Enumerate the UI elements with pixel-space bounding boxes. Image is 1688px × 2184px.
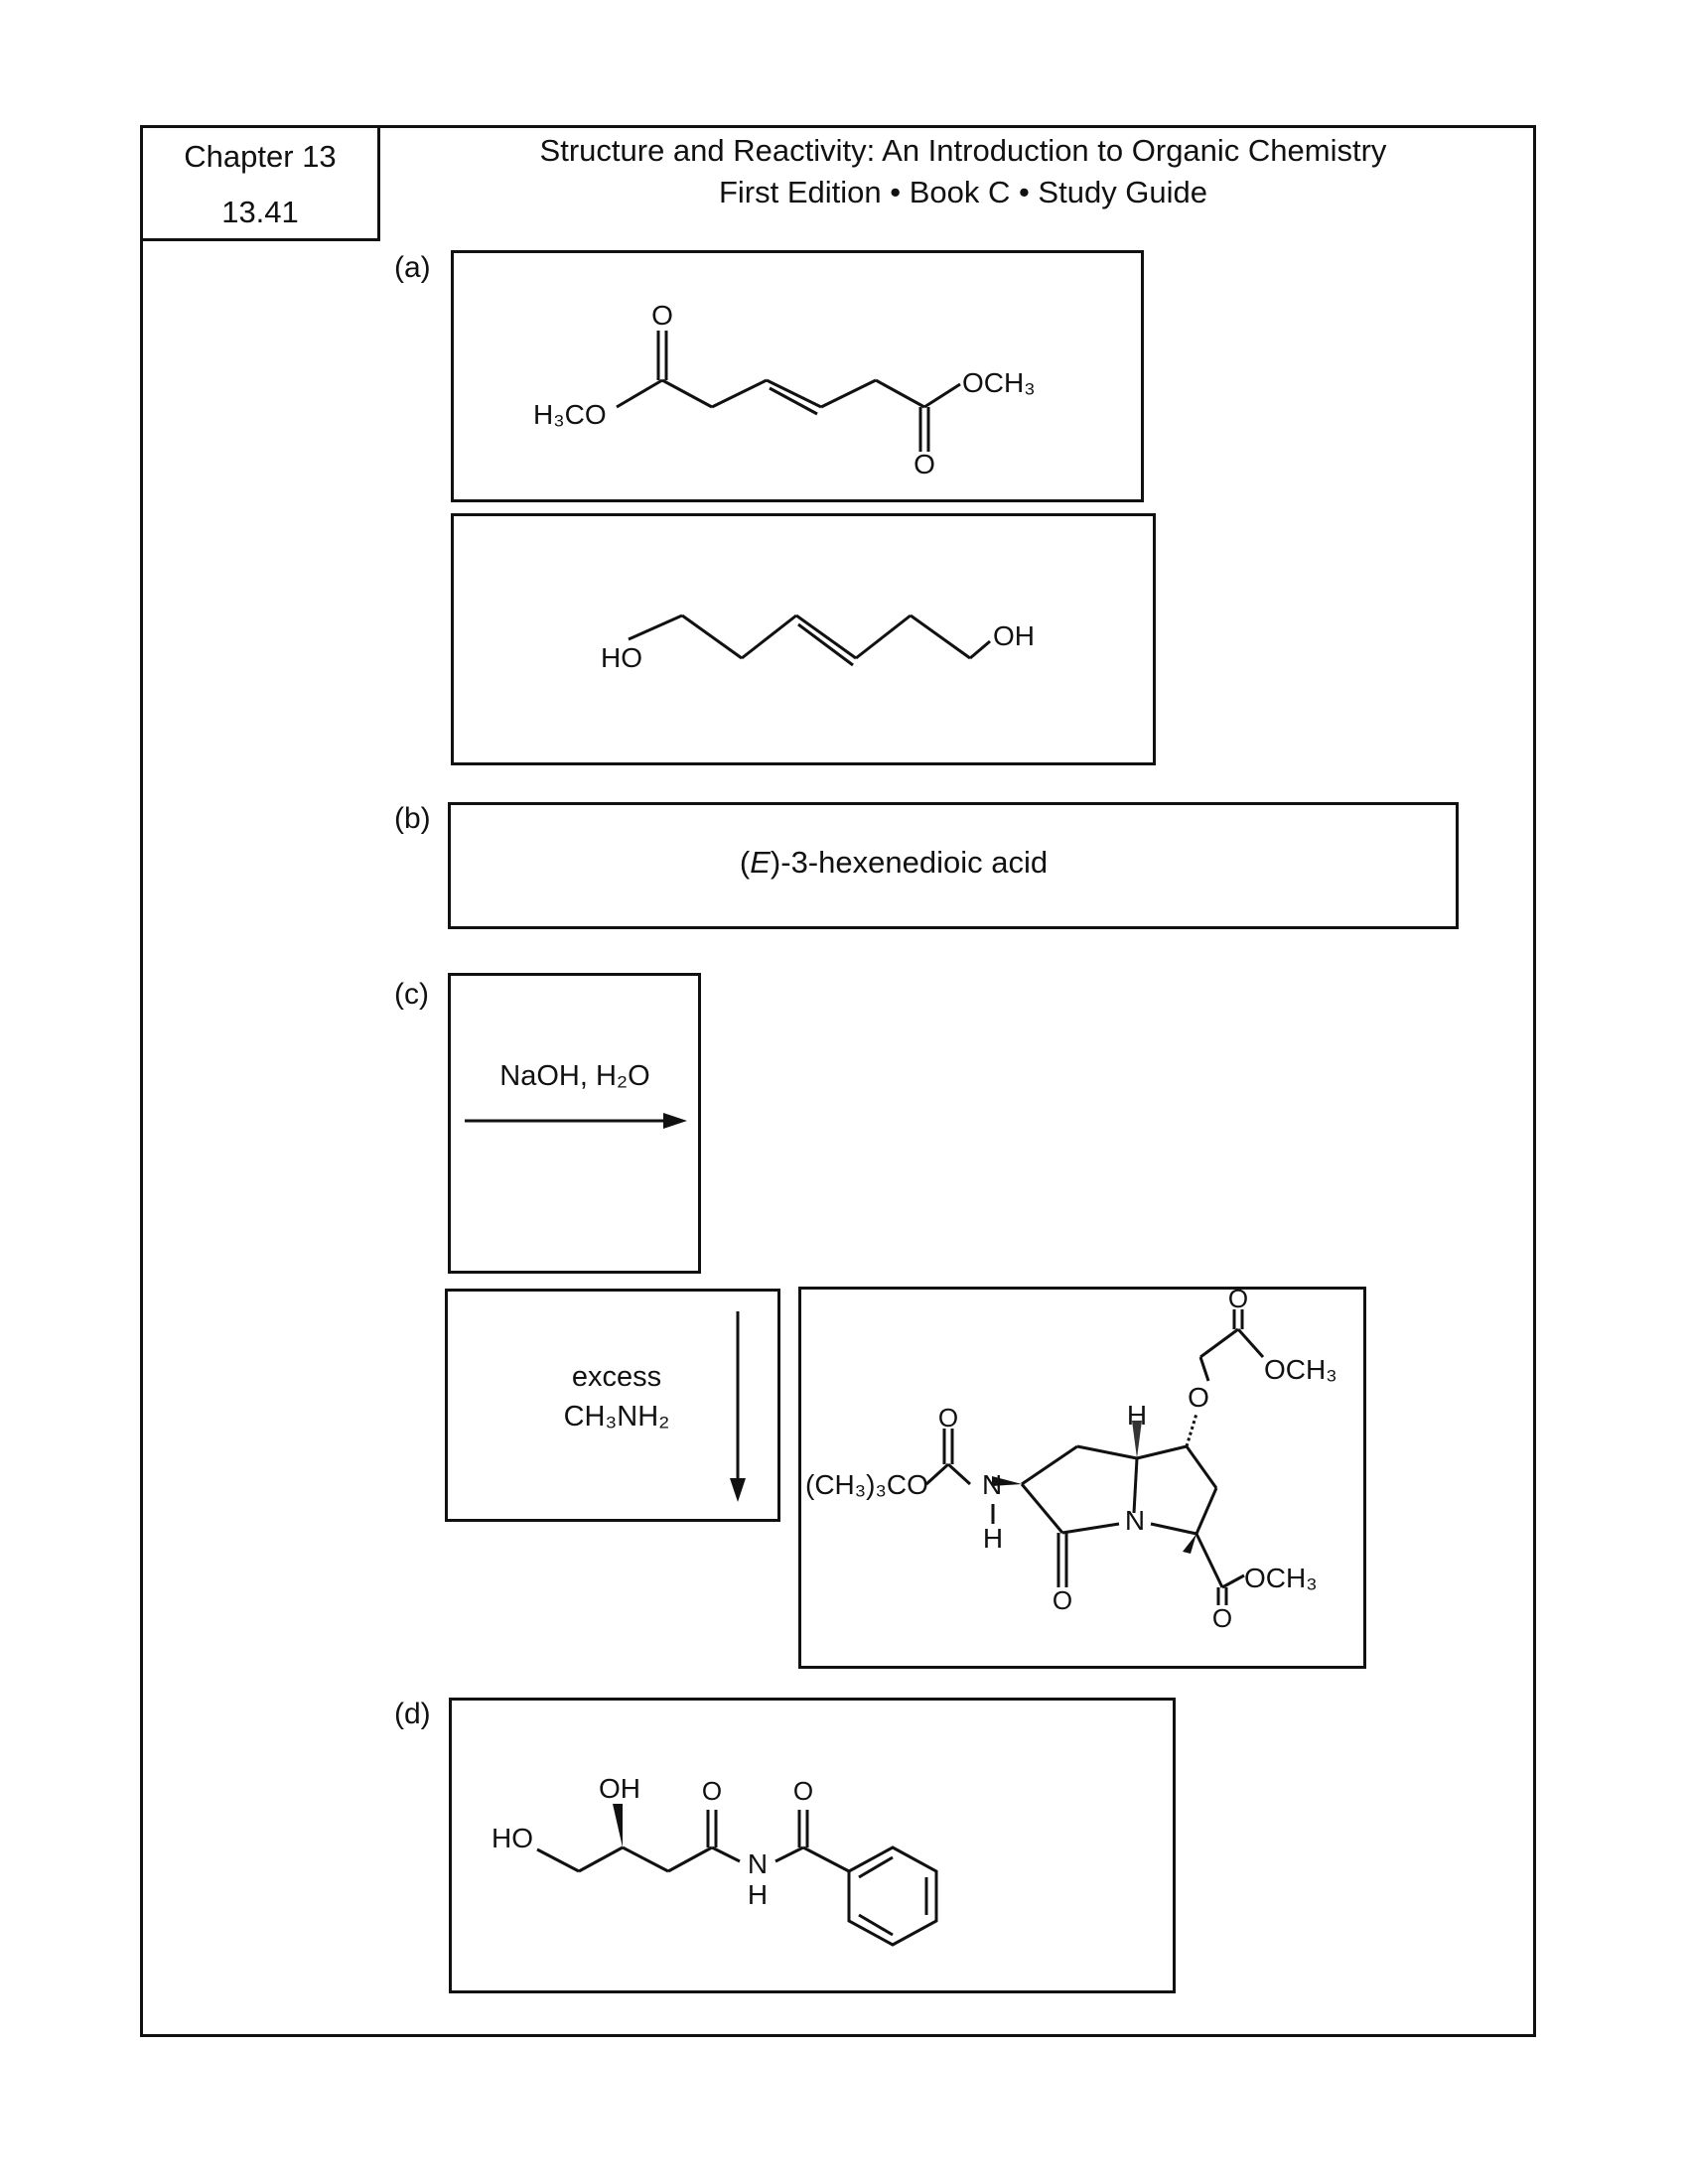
boc-carbonyl-o: O <box>938 1403 958 1433</box>
part-c-reagent-box-1: NaOH, H₂O <box>448 973 701 1274</box>
imide-carbonyl-o-2: O <box>793 1776 813 1806</box>
part-d-label: (d) <box>394 1698 431 1730</box>
part-c-product-box: O OCH₃ O H O (CH₃)₃CO N H N O OCH₃ O <box>798 1287 1366 1669</box>
imide-carbonyl-o-1: O <box>702 1776 722 1806</box>
part-d-structure-box: HO OH O O N H <box>449 1698 1176 1993</box>
ester-carbonyl-o: O <box>1228 1290 1248 1313</box>
ester-methoxy-top: OCH₃ <box>1264 1354 1337 1385</box>
name-stereo-descriptor: E <box>750 845 771 880</box>
part-b-label: (b) <box>394 802 431 835</box>
reaction-arrow-down: excess CH₃NH₂ <box>564 1311 746 1502</box>
amide-n-label: N <box>982 1469 1002 1500</box>
amide-h-label: H <box>983 1523 1003 1554</box>
part-a-structure-2: HO OH <box>451 513 1156 765</box>
problem-number: 13.41 <box>221 195 299 229</box>
methoxy-right-label: OCH₃ <box>962 367 1036 398</box>
lactam-o-label: O <box>1053 1585 1072 1615</box>
book-title: Structure and Reactivity: An Introductio… <box>397 130 1529 213</box>
methoxy-left-label: H₃CO <box>533 399 607 430</box>
book-title-line1: Structure and Reactivity: An Introductio… <box>539 133 1387 168</box>
carbonyl-o-label: O <box>651 300 673 331</box>
hydroxy-imide-diagram: HO OH O O N H <box>492 1773 938 1947</box>
reagent-naoh-label: NaOH, H₂O <box>499 1060 649 1092</box>
compound-name: (E)-3-hexenedioic acid <box>451 845 1456 881</box>
chapter-box: Chapter 13 13.41 <box>140 125 380 241</box>
ring-n-label: N <box>1125 1505 1145 1536</box>
imide-n-label: N <box>748 1848 768 1879</box>
boc-group-label: (CH₃)₃CO <box>805 1469 928 1500</box>
reaction-arrow-right: NaOH, H₂O <box>465 1060 687 1129</box>
part-c-reagent-box-2: excess CH₃NH₂ <box>445 1289 780 1522</box>
hydroxyl-left-label: HO <box>601 642 642 673</box>
reagent-excess-label: excess <box>572 1361 661 1393</box>
pyrrolizidine-product-diagram: O OCH₃ O H O (CH₃)₃CO N H N O OCH₃ O <box>805 1290 1337 1633</box>
bridgehead-h-label: H <box>1127 1400 1147 1431</box>
secondary-hydroxyl-label: OH <box>599 1773 640 1804</box>
carbonyl-o-label-2: O <box>914 449 935 479</box>
hexenediol-diagram: HO OH <box>601 614 1035 673</box>
name-rest: )-3-hexenedioic acid <box>770 845 1049 880</box>
chapter-label: Chapter 13 <box>184 139 337 174</box>
book-title-line2: First Edition • Book C • Study Guide <box>718 175 1208 209</box>
ester-methoxy-bottom: OCH₃ <box>1244 1563 1318 1593</box>
part-c-label: (c) <box>394 978 429 1011</box>
name-paren: ( <box>739 845 751 880</box>
ester-carbonyl-o-bottom: O <box>1212 1603 1232 1633</box>
page-frame <box>140 125 1536 2037</box>
terminal-hydroxyl-label: HO <box>492 1823 533 1853</box>
imide-h-label: H <box>748 1879 768 1910</box>
reagent-methylamine-label: CH₃NH₂ <box>564 1401 670 1433</box>
part-a-structure-1: O O H₃CO OCH₃ <box>451 250 1144 502</box>
hydroxyl-right-label: OH <box>993 620 1035 651</box>
part-a-label: (a) <box>394 251 431 284</box>
part-b-answer-box: (E)-3-hexenedioic acid <box>448 802 1459 929</box>
ether-o-label: O <box>1188 1382 1209 1413</box>
dimethyl-hexenedioate-diagram: O O H₃CO OCH₃ <box>533 300 1036 479</box>
